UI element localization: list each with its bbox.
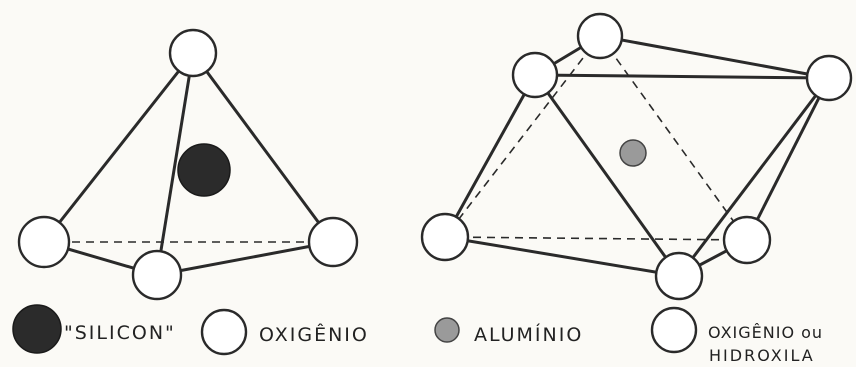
octahedron-hidden-edge xyxy=(444,236,748,241)
silica-tetrahedron xyxy=(17,28,359,301)
legend-aluminium-swatch xyxy=(434,317,460,343)
oxygen-hydroxyl-atom xyxy=(576,12,624,60)
legend-silicon-label: "SILICON" xyxy=(64,322,176,344)
octahedron-edge xyxy=(443,74,537,238)
oxygen-hydroxyl-atom xyxy=(722,215,772,265)
legend: "SILICON" OXIGÊNIO ALUMÍNIO OXIGÊNIO ou … xyxy=(12,304,823,365)
legend-oxygen-hydroxyl-label-line1: OXIGÊNIO ou xyxy=(708,323,823,342)
tetrahedron-edge xyxy=(156,240,334,277)
aluminium-atom xyxy=(619,139,647,167)
octahedron-hidden-edge xyxy=(444,35,601,238)
octahedron-edge xyxy=(534,73,830,80)
octahedron-edge xyxy=(533,74,681,277)
legend-oxygen-label: OXIGÊNIO xyxy=(259,323,369,346)
oxygen-atom xyxy=(307,216,359,268)
alumina-octahedron xyxy=(420,12,853,301)
oxygen-hydroxyl-atom xyxy=(420,212,470,262)
octahedron-edge xyxy=(599,34,830,80)
legend-silicon-swatch xyxy=(12,304,62,354)
tetrahedron-edge xyxy=(42,52,195,243)
oxygen-hydroxyl-atom xyxy=(805,54,853,102)
tetrahedron-edge xyxy=(155,52,195,276)
oxygen-hydroxyl-atom xyxy=(511,51,559,99)
oxygen-hydroxyl-atom xyxy=(654,251,704,301)
legend-aluminium-label: ALUMÍNIO xyxy=(474,323,583,346)
octahedron-edge xyxy=(745,77,831,241)
legend-oxygen-swatch xyxy=(200,308,248,356)
oxygen-atom xyxy=(17,215,71,269)
octahedron-hidden-edge xyxy=(599,35,748,241)
silicon-atom xyxy=(177,143,231,197)
oxygen-atom xyxy=(168,28,218,78)
legend-oxygen-hydroxyl-label-line2: HIDROXILA xyxy=(709,346,815,365)
legend-oxygen-hydroxyl-swatch xyxy=(650,306,698,354)
octahedron-edge xyxy=(444,235,680,278)
octahedron-edge xyxy=(677,77,831,277)
tetrahedron-edge xyxy=(191,52,335,243)
oxygen-atom xyxy=(131,249,183,301)
